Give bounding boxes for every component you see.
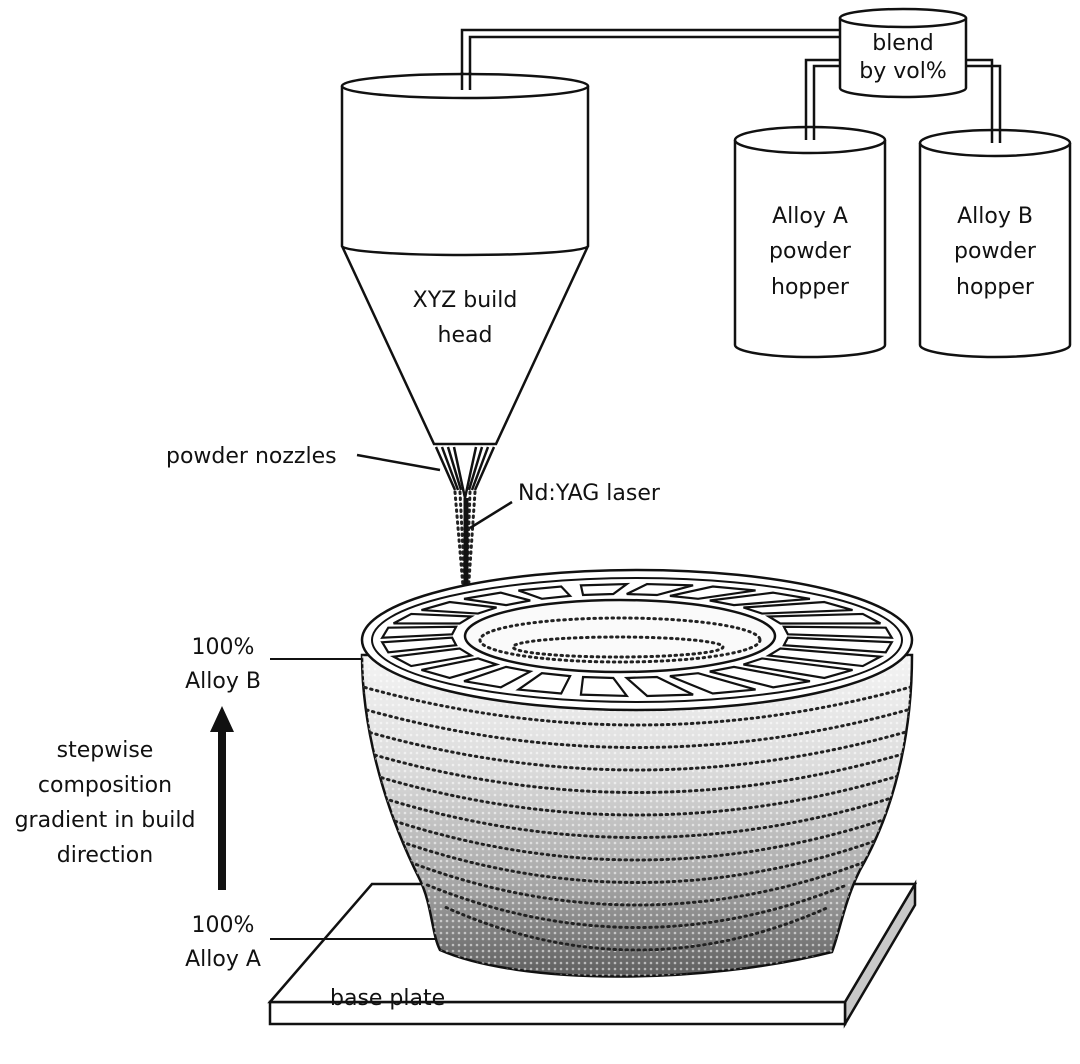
- gradient-note-line4: direction: [57, 843, 153, 868]
- gradient-note-line1: stepwise: [57, 738, 154, 763]
- annotations: powder nozzles Nd:YAG laser 100% Alloy B…: [15, 444, 661, 972]
- ring-cell: [743, 600, 853, 615]
- build-direction-arrow: [210, 706, 234, 890]
- ring-cell: [389, 647, 475, 668]
- bottom-composition-line2: Alloy A: [185, 947, 261, 972]
- ring-cell: [623, 675, 694, 698]
- layer-line: [371, 793, 903, 839]
- layer-line: [394, 838, 880, 884]
- hopper-a-label-line3: hopper: [771, 275, 850, 300]
- layer-line: [362, 681, 912, 727]
- ring-cell: [463, 591, 531, 607]
- ring-cell: [764, 612, 881, 625]
- top-composition-line2: Alloy B: [185, 669, 261, 694]
- layer-line: [444, 906, 830, 952]
- hopper-b-label-line1: Alloy B: [957, 204, 1033, 229]
- layer-line: [362, 726, 912, 772]
- blend-vessel: blend by vol%: [838, 7, 968, 99]
- build-head: XYZ build head: [340, 72, 590, 446]
- ring-cell: [782, 625, 894, 639]
- powder-nozzles-label: powder nozzles: [166, 444, 337, 469]
- ring-cell: [579, 582, 631, 597]
- laser-label: Nd:YAG laser: [518, 481, 661, 506]
- ring-cell: [669, 672, 756, 695]
- nozzles-leader: [356, 453, 441, 472]
- hopper-b-label-line3: hopper: [956, 275, 1035, 300]
- ring-cell: [380, 625, 458, 639]
- ring-cell: [515, 672, 572, 695]
- bottom-composition-line1: 100%: [192, 913, 255, 938]
- ring-cell: [709, 665, 811, 689]
- layer-line: [362, 748, 912, 794]
- ring-cell: [463, 665, 534, 689]
- ring-cell: [393, 612, 475, 625]
- gradient-note-line2: composition: [38, 773, 172, 798]
- top-composition-line1: 100%: [192, 635, 255, 660]
- layer-line: [409, 861, 865, 907]
- ring-cell: [743, 657, 853, 680]
- layer-line: [362, 703, 912, 749]
- ring-cells: [380, 582, 894, 698]
- hopper-a-label-line1: Alloy A: [772, 204, 848, 229]
- build-head-label-line2: head: [438, 323, 493, 348]
- ring-cell: [709, 591, 811, 607]
- laser-leader: [469, 500, 513, 530]
- alloy-b-hopper: Alloy B powder hopper: [918, 118, 1072, 359]
- ring-cell: [626, 582, 694, 597]
- ring-cell: [765, 647, 885, 668]
- ring-cell: [380, 636, 458, 654]
- alloy-a-hopper: Alloy A powder hopper: [733, 118, 887, 359]
- gradient-note-line3: gradient in build: [15, 808, 196, 833]
- ring-cell: [579, 675, 630, 698]
- ring-cell: [421, 600, 497, 615]
- hopper-a-label-line2: powder: [769, 239, 852, 264]
- ring-cell: [669, 585, 756, 600]
- base-plate-label: base plate: [330, 986, 445, 1011]
- gradient-layer-lines: [362, 681, 912, 952]
- layer-line: [382, 816, 892, 862]
- layer-line: [425, 883, 849, 929]
- build-head-label-line1: XYZ build: [413, 288, 518, 313]
- blend-label-line1: blend: [872, 31, 934, 56]
- ring-cell: [518, 585, 573, 600]
- feed-pipes: [460, 28, 1002, 118]
- blend-label-line2: by vol%: [859, 59, 946, 84]
- graded-part: [360, 568, 914, 978]
- hopper-b-label-line2: powder: [954, 239, 1037, 264]
- ring-cell: [421, 657, 501, 680]
- layer-line: [362, 771, 912, 817]
- ring-cell: [782, 636, 894, 654]
